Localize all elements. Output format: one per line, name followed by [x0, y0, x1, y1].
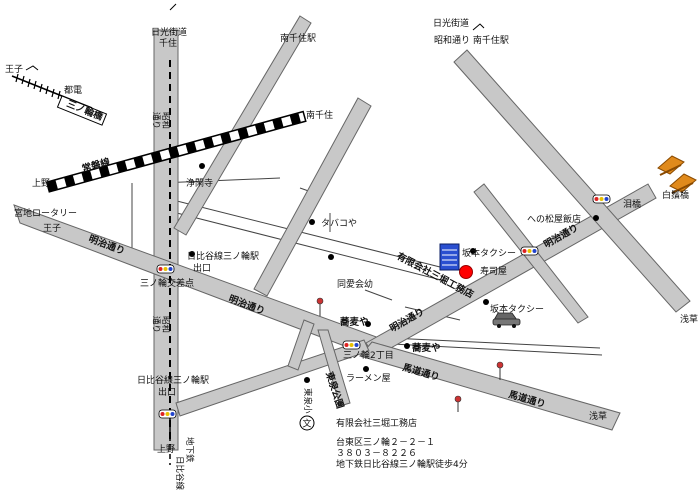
- label-tosen-school: 東泉小: [302, 388, 313, 414]
- bridge-icon: [657, 155, 697, 194]
- label-sobaya-left: 蕎麦や: [339, 316, 369, 328]
- label-showa-dori-lower: 昭和通り: [151, 316, 170, 333]
- traffic-signal-icon: [592, 194, 611, 204]
- traffic-signal-icon: [156, 264, 175, 274]
- side-street-upper-2: [164, 209, 446, 282]
- landmark-dot-icon: [470, 248, 476, 254]
- road-tosen-koen: [317, 329, 351, 407]
- label-subway: 地下鉄: [184, 437, 195, 463]
- landmark-dot-icon: [483, 299, 489, 305]
- label-hibiya-line: 日比谷線: [174, 456, 185, 491]
- label-nikko-kaido-right: 日光街道: [433, 17, 469, 29]
- landmark-dot-icon: [363, 366, 369, 372]
- landmark-dot-icon: [304, 377, 310, 383]
- label-senju-top: 千住: [159, 37, 177, 49]
- label-minami-senju: 南千住: [306, 109, 333, 121]
- traffic-signal-icon: [158, 409, 177, 419]
- label-exit-upper: 出口: [193, 262, 211, 274]
- label-minowabashi: 三ノ輪橋: [65, 98, 105, 124]
- label-jokanji: 浄閑寺: [186, 177, 213, 189]
- landmark-dot-icon: [309, 219, 315, 225]
- label-hibiya-minowa-exit-lower: 日比谷線三ノ輪駅: [137, 374, 209, 386]
- traffic-signal-icon: [520, 246, 539, 256]
- arrow-oji-icon: [25, 65, 39, 71]
- road-showa-dori: [153, 29, 179, 451]
- location-marker-icon: [459, 265, 473, 279]
- label-school-mark: 文: [302, 418, 311, 430]
- building-icon: [439, 243, 460, 271]
- label-nikko-kaido-top: 日光街道: [151, 26, 187, 38]
- label-minami-senju-station: 南千住駅: [280, 32, 316, 44]
- label-sushiya: 寿司屋: [480, 265, 507, 277]
- label-sakamoto-taxi-bottom: 坂本タクシー: [490, 303, 544, 315]
- address-access: 地下鉄日比谷線三ノ輪駅徒歩4分: [336, 458, 468, 470]
- label-miyaji-rotary: 宮地ロータリー: [14, 207, 77, 219]
- landmark-dot-icon: [404, 343, 410, 349]
- label-sakamoto-taxi-top: 坂本タクシー: [462, 247, 516, 259]
- road-nikko-kaido: [453, 49, 691, 313]
- road-2chome-lower: [287, 319, 315, 371]
- label-matsuyahanten: への松屋飯店: [527, 213, 581, 225]
- landmark-dot-icon: [189, 251, 195, 257]
- landmark-dot-icon: [328, 254, 334, 260]
- label-asakusa-lower: 浅草: [589, 410, 607, 422]
- label-minowa-2chome: 三ノ輪2丁目: [343, 349, 394, 361]
- label-sobaya-right: 蕎麦や: [411, 342, 441, 354]
- bus-stop-icon: [316, 297, 324, 316]
- label-shirahigebashi: 白鬚橋: [662, 189, 689, 201]
- landmark-dot-icon: [593, 215, 599, 221]
- side-street-lower-1: [389, 337, 601, 349]
- tram-toden-line: [11, 73, 108, 126]
- school-icon: 文: [299, 415, 315, 431]
- road-minami-senju: [253, 97, 372, 297]
- side-street-soba: [364, 289, 393, 301]
- label-ueno-left: 上野: [32, 178, 50, 189]
- label-oji-2: 王子: [43, 223, 61, 234]
- label-asakusa-right: 浅草: [680, 313, 698, 325]
- road-jokanji: [173, 15, 312, 236]
- arrow-nikko-kaido-icon: [472, 23, 485, 31]
- side-street-nw-horizontal: [159, 177, 281, 184]
- arrow-senju-icon: [169, 3, 177, 11]
- label-showa-dori-upper: 昭和通り: [151, 112, 170, 129]
- address-phone: ３８０３－８２２６: [336, 449, 417, 459]
- label-tabakoya: タバコや: [321, 218, 357, 229]
- railway-joban-line: [45, 110, 307, 193]
- label-exit-lower: 出口: [158, 386, 176, 398]
- address-company: 有限会社三堀工務店: [336, 417, 417, 429]
- bus-stop-icon: [496, 361, 504, 380]
- landmark-dot-icon: [365, 321, 371, 327]
- car-icon: [492, 312, 521, 328]
- label-ueno-bottom: 上野: [157, 444, 175, 455]
- bus-stop-icon: [454, 395, 462, 412]
- label-showa-minami-senju: 昭和通り 南千住駅: [434, 34, 509, 46]
- label-hibiya-minowa-exit-upper: 日比谷線三ノ輪駅: [187, 250, 259, 262]
- side-street-lower-2: [391, 343, 603, 356]
- label-oji: 王子: [5, 64, 23, 75]
- label-toden: 都電: [64, 85, 82, 96]
- label-minowa-intersection: 三ノ輪交差点: [140, 277, 194, 289]
- roads: [13, 15, 691, 451]
- address-street: 台東区三ノ輪２－２－１: [336, 436, 435, 448]
- side-street-upper-1: [164, 197, 449, 270]
- label-doai-kaikan: 同愛会幼: [337, 278, 373, 290]
- landmark-dot-icon: [199, 163, 205, 169]
- label-ramenya: ラーメン屋: [346, 373, 391, 384]
- road-bassha-dori: [359, 341, 621, 431]
- label-namidabashi: 泪橋: [623, 198, 641, 210]
- road-meiji-dori-east: [365, 183, 657, 358]
- traffic-signal-icon: [342, 340, 361, 350]
